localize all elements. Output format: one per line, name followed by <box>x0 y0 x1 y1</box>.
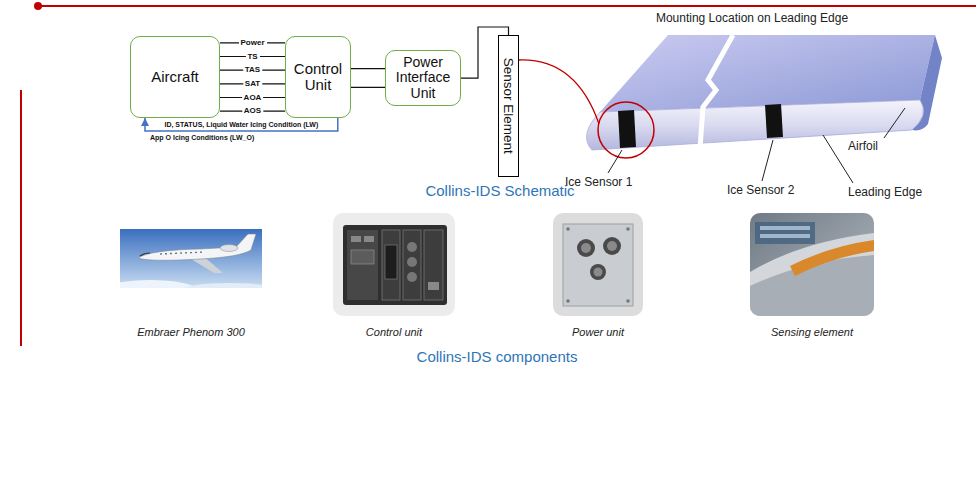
control-unit-photo-part <box>407 272 417 282</box>
airfoil-figure-part <box>600 35 935 112</box>
unit-box: Control Unit <box>285 36 351 118</box>
airfoil-figure-part <box>700 35 733 148</box>
unit-name: Aircraft <box>151 69 199 86</box>
aircraft-photo-part <box>138 234 256 260</box>
control-unit-photo-part <box>382 230 400 300</box>
control-unit-photo <box>333 213 455 316</box>
part-label: Airfoil <box>848 140 878 154</box>
aircraft-photo-part <box>140 253 150 256</box>
figure-title: Mounting Location on Leading Edge <box>656 12 848 26</box>
control-unit-photo-part <box>333 213 455 316</box>
sensing-element-photo-part <box>760 234 810 238</box>
figure-caption: Collins-IDS components <box>417 348 578 365</box>
photo-caption: Embraer Phenom 300 <box>137 326 245 339</box>
signal-label: ID, STATUS, Liquid Water Icing Condition… <box>162 121 320 128</box>
control-unit-photo-part <box>407 257 417 267</box>
unit-box: Power Interface Unit <box>385 50 461 106</box>
power-unit-photo-part <box>566 227 570 231</box>
unit-name: Control Unit <box>291 61 345 94</box>
unit-box: Sensor Element <box>498 35 519 177</box>
power-unit-photo-part <box>626 227 630 231</box>
aircraft-photo-part <box>120 229 262 288</box>
aircraft-photo-part <box>120 280 195 288</box>
signal-label: TAS <box>243 66 262 74</box>
power-unit-photo-part <box>590 264 606 280</box>
unit-name: Power Interface Unit <box>391 55 455 101</box>
sensing-element-photo <box>750 213 874 316</box>
signal-line <box>351 68 385 69</box>
leader-line <box>608 108 905 183</box>
frame-rule-part <box>20 90 22 346</box>
signal-label: App O Icing Conditions (LW_O) <box>150 134 254 142</box>
sensing-element-photo-part <box>750 213 874 316</box>
signal-label: SAT <box>243 80 262 88</box>
signal-label: AOA <box>242 94 264 102</box>
leader-line-part <box>762 140 773 181</box>
frame-rule <box>21 2 976 346</box>
airfoil-figure-part <box>598 102 654 158</box>
airfoil-figure-part <box>519 60 599 124</box>
aircraft-photo-part <box>180 283 262 288</box>
control-unit-photo-part <box>403 230 421 300</box>
control-unit-photo-part <box>343 225 447 305</box>
sensing-element-photo-part <box>750 233 874 316</box>
frame-rule-part <box>38 5 976 7</box>
control-unit-photo-part <box>428 282 439 290</box>
control-unit-photo-part <box>364 236 374 242</box>
photo-caption: Sensing element <box>771 326 853 339</box>
control-unit-photo-part <box>347 230 378 300</box>
signal-line <box>351 87 385 88</box>
power-unit-photo-part <box>603 237 621 255</box>
photo-caption: Control unit <box>366 326 422 339</box>
power-unit-photo-part <box>594 268 603 277</box>
sensing-element-photo-part <box>750 213 874 316</box>
sensing-element-photo-part <box>790 240 874 276</box>
signal-line <box>145 118 338 131</box>
sensing-element-photo-part <box>760 226 810 230</box>
airfoil-figure-part <box>618 110 636 148</box>
part-label: Ice Sensor 2 <box>727 184 794 198</box>
aircraft-photo-part <box>220 245 238 252</box>
part-label: Leading Edge <box>848 186 922 200</box>
frame-rule-part <box>34 2 42 10</box>
signal-label: Power <box>238 39 266 47</box>
leader-line-part <box>608 150 622 173</box>
airfoil-figure <box>519 35 942 158</box>
power-unit-photo-part <box>553 213 643 316</box>
power-unit-photo-part <box>626 299 630 303</box>
control-unit-photo-part <box>351 250 374 264</box>
sensing-element-photo-part <box>755 222 815 244</box>
power-unit-photo-part <box>581 243 591 253</box>
power-unit-photo-part <box>566 299 570 303</box>
leader-line-part <box>884 108 905 138</box>
control-unit-photo-part <box>385 245 397 279</box>
photo-caption: Power unit <box>572 326 624 339</box>
power-unit-photo <box>553 213 643 316</box>
unit-name: Sensor Element <box>502 58 516 154</box>
part-label: Ice Sensor 1 <box>565 176 632 190</box>
airfoil-figure-part <box>765 104 783 138</box>
signal-label: TS <box>245 53 259 61</box>
aircraft-photo-part <box>120 229 262 288</box>
aircraft-photo-part <box>160 252 205 254</box>
power-unit-photo-part <box>607 241 617 251</box>
power-unit-photo-part <box>563 224 633 306</box>
figure-caption: Collins-IDS Schematic <box>425 182 574 199</box>
aircraft-photo <box>105 229 280 299</box>
control-unit-photo-part <box>407 242 417 252</box>
power-unit-photo-part <box>577 239 595 257</box>
unit-box: Aircraft <box>130 36 220 118</box>
signal-label: AOS <box>242 107 263 115</box>
control-unit-photo-part <box>351 236 361 242</box>
control-unit-photo-part <box>424 230 443 300</box>
